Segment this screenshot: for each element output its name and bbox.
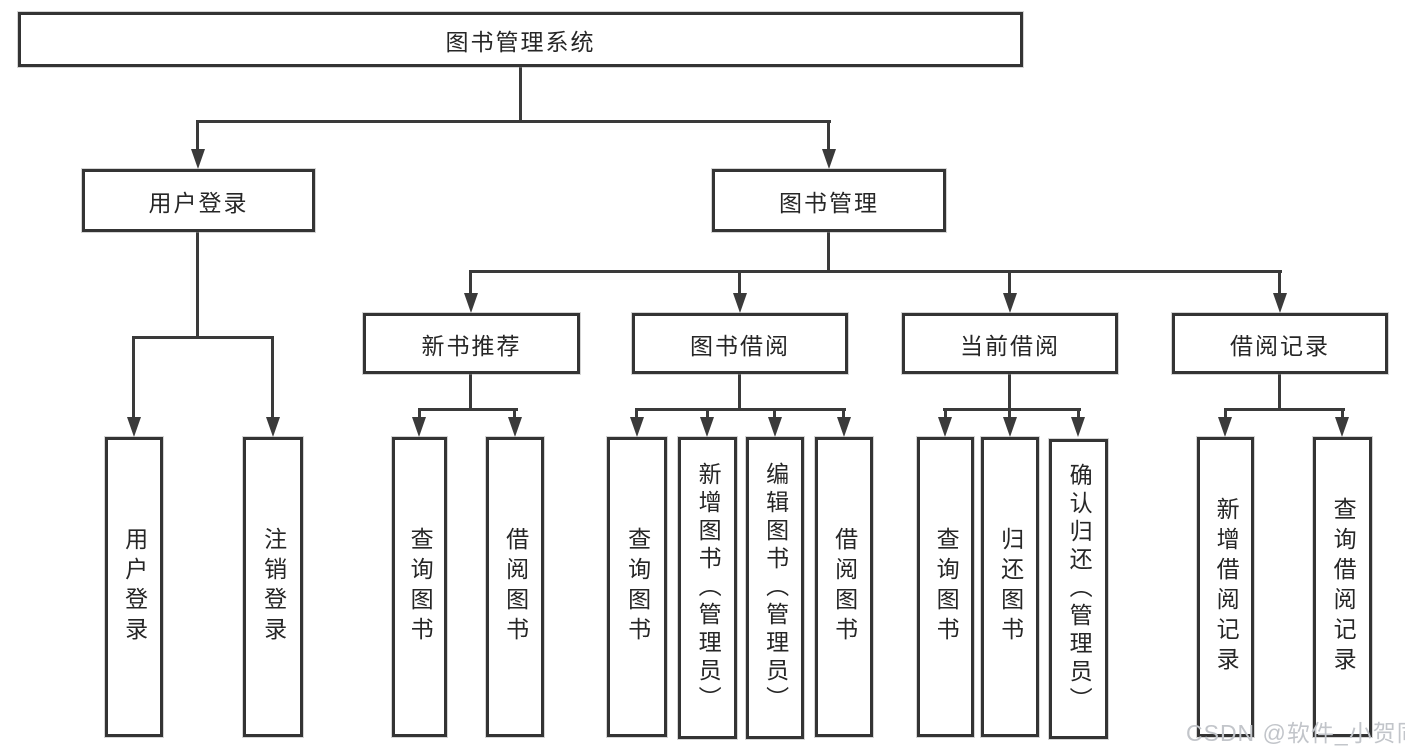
leaf-rec-borrow-book: 借阅图书 <box>486 437 544 737</box>
connector-line <box>197 120 831 123</box>
connector-line <box>1008 270 1011 295</box>
arrow-down-icon <box>733 293 747 313</box>
connector-line <box>773 408 776 420</box>
arrow-down-icon <box>938 417 952 437</box>
leaf-rec-query-book: 查询图书 <box>392 437 447 737</box>
leaf-current-query-book: 查询图书 <box>917 437 974 737</box>
connector-line <box>1008 408 1011 420</box>
leaf-borrow-borrow-book: 借阅图书 <box>815 437 873 737</box>
node-label: 借阅记录 <box>1230 332 1330 359</box>
leaf-current-confirm-return-admin: 确认归还（管理员） <box>1049 439 1108 739</box>
node-book-borrow: 图书借阅 <box>632 313 848 374</box>
arrow-down-icon <box>191 149 205 169</box>
node-label: 图书管理系统 <box>445 28 596 55</box>
csdn-watermark: CSDN @软件_小贺同学 <box>1186 720 1405 746</box>
connector-line <box>132 336 135 419</box>
connector-line <box>943 408 1081 411</box>
arrow-down-icon <box>1218 417 1232 437</box>
connector-line <box>1008 374 1011 411</box>
node-label: 注销登录 <box>260 527 287 647</box>
arrow-down-icon <box>630 417 644 437</box>
connector-line <box>513 408 516 420</box>
connector-line <box>944 408 947 420</box>
connector-line <box>738 374 741 411</box>
arrow-down-icon <box>127 417 141 437</box>
connector-line <box>1224 408 1227 420</box>
node-label: 图书借阅 <box>690 332 790 359</box>
connector-line <box>469 270 472 295</box>
node-label: 借阅图书 <box>831 527 858 647</box>
leaf-records-add-record: 新增借阅记录 <box>1197 437 1254 737</box>
node-label: 确认归还（管理员） <box>1066 463 1093 715</box>
node-label: 新书推荐 <box>421 332 522 359</box>
leaf-records-query-record: 查询借阅记录 <box>1313 437 1372 737</box>
node-new-book-recommend: 新书推荐 <box>363 313 580 374</box>
connector-line <box>827 232 830 273</box>
node-label: 借阅图书 <box>502 527 529 647</box>
node-borrow-records: 借阅记录 <box>1172 313 1388 374</box>
connector-line <box>196 232 199 339</box>
arrow-down-icon <box>508 417 522 437</box>
connector-line <box>519 67 522 123</box>
leaf-borrow-query-book: 查询图书 <box>607 437 667 737</box>
connector-line <box>1224 408 1345 411</box>
node-label: 图书管理 <box>779 189 879 216</box>
arrow-down-icon <box>1335 417 1349 437</box>
node-label: 查询图书 <box>933 527 960 647</box>
leaf-borrow-edit-book-admin: 编辑图书（管理员） <box>746 437 804 739</box>
node-label: 当前借阅 <box>960 332 1060 359</box>
node-label: 查询借阅记录 <box>1330 497 1357 677</box>
leaf-user-login: 用户登录 <box>105 437 163 737</box>
node-book-management: 图书管理 <box>712 169 946 232</box>
leaf-current-return-book: 归还图书 <box>981 437 1039 737</box>
node-label: 新增借阅记录 <box>1213 497 1240 677</box>
connector-line <box>1077 408 1080 420</box>
connector-line <box>469 374 472 411</box>
connector-line <box>132 336 274 339</box>
connector-line <box>418 408 421 420</box>
arrow-down-icon <box>1071 417 1085 437</box>
node-current-borrow: 当前借阅 <box>902 313 1118 374</box>
arrow-down-icon <box>700 417 714 437</box>
arrow-down-icon <box>266 417 280 437</box>
node-label: 归还图书 <box>997 527 1024 647</box>
arrow-down-icon <box>1003 417 1017 437</box>
node-library-system: 图书管理系统 <box>18 12 1023 67</box>
node-label: 新增图书（管理员） <box>695 462 722 714</box>
connector-line <box>469 270 1282 273</box>
node-label: 查询图书 <box>624 527 651 647</box>
arrow-down-icon <box>1273 293 1287 313</box>
arrow-down-icon <box>464 293 478 313</box>
connector-line <box>635 408 638 420</box>
connector-line <box>827 120 830 151</box>
node-user-login: 用户登录 <box>82 169 315 232</box>
connector-line <box>1341 408 1344 420</box>
arrow-down-icon <box>822 149 836 169</box>
connector-line <box>418 408 518 411</box>
leaf-logout: 注销登录 <box>243 437 303 737</box>
connector-line <box>1278 270 1281 295</box>
arrow-down-icon <box>837 417 851 437</box>
connector-line <box>635 408 846 411</box>
connector-line <box>738 270 741 295</box>
node-label: 查询图书 <box>407 527 434 647</box>
connector-line <box>196 120 199 151</box>
connector-line <box>1278 374 1281 411</box>
connector-line <box>706 408 709 420</box>
connector-line <box>271 336 274 419</box>
leaf-borrow-add-book-admin: 新增图书（管理员） <box>678 437 737 739</box>
connector-line <box>842 408 845 420</box>
arrow-down-icon <box>768 417 782 437</box>
node-label: 用户登录 <box>148 189 249 216</box>
arrow-down-icon <box>1003 293 1017 313</box>
arrow-down-icon <box>412 417 426 437</box>
node-label: 用户登录 <box>121 527 148 647</box>
node-label: 编辑图书（管理员） <box>762 462 789 714</box>
